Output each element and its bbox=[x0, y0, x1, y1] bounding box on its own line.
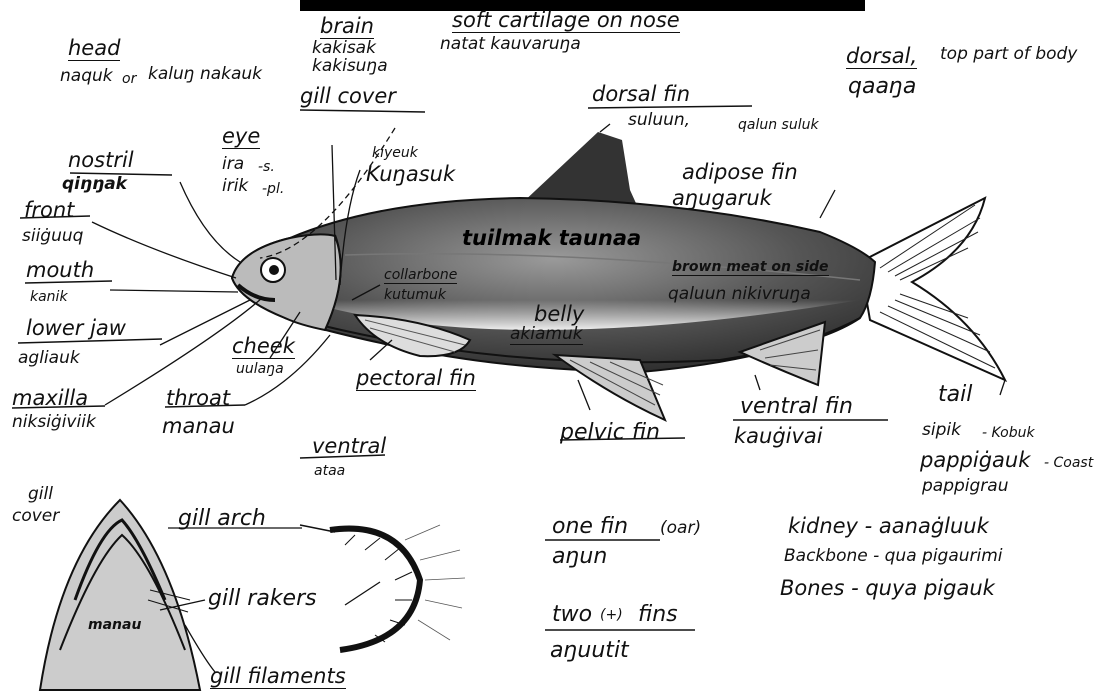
maxilla-inupiaq: niksiġiviik bbox=[12, 414, 96, 431]
dorsal-fin-inupiaq-alt: qalun suluk bbox=[738, 118, 819, 132]
lower-jaw-inupiaq: agliauk bbox=[18, 350, 80, 367]
eye-pl: -pl. bbox=[262, 182, 284, 196]
manau-inner-label: manau bbox=[88, 618, 141, 632]
gill-arch-curve-illustration bbox=[300, 525, 465, 650]
dorsal-desc: top part of body bbox=[940, 46, 1077, 63]
gill-cover-label: gill cover bbox=[300, 86, 396, 107]
brain-label: brain bbox=[320, 16, 374, 39]
one-fin-label: one fin bbox=[552, 516, 628, 538]
throat-inupiaq: manau bbox=[162, 416, 235, 437]
mouth-inupiaq: kanik bbox=[30, 290, 68, 304]
brown-meat-inupiaq: qaluun nikivruŋa bbox=[668, 286, 811, 303]
dorsal-inupiaq: qaaŋa bbox=[848, 76, 916, 98]
kidney-label: kidney - aanaġluuk bbox=[788, 516, 989, 537]
pelvic-fin-label: pelvic fin bbox=[560, 422, 660, 444]
front-label: front bbox=[24, 200, 74, 221]
gill-rakers-label: gill rakers bbox=[208, 588, 317, 610]
belly-label: belly bbox=[534, 304, 584, 325]
cheek-label: cheek bbox=[232, 336, 295, 359]
two-fins-label: two bbox=[552, 604, 592, 626]
ventral-fin-inupiaq: kauġivai bbox=[734, 426, 823, 447]
head-inupiaq-alt: kaluŋ nakauk bbox=[148, 66, 262, 83]
one-fin-note: (oar) bbox=[660, 520, 701, 537]
brain-inupiaq-1: kakisak bbox=[312, 40, 376, 57]
tail-shape bbox=[860, 198, 1005, 380]
belly-inupiaq: akiamuk bbox=[510, 326, 583, 345]
two-fins-inupiaq: aŋuutit bbox=[550, 640, 629, 662]
bones-label: Bones - quya pigauk bbox=[780, 578, 995, 599]
tail-inupiaq-2: pappiġauk bbox=[920, 450, 1030, 471]
soft-cartilage-label: soft cartilage on nose bbox=[452, 10, 680, 33]
ventral-fin-label: ventral fin bbox=[740, 396, 853, 418]
dorsal-fin-inupiaq: suluun, bbox=[628, 112, 690, 129]
eye-inupiaq-s: ira bbox=[222, 156, 244, 173]
one-fin-inupiaq: aŋun bbox=[552, 546, 607, 568]
head-inupiaq: naquk bbox=[60, 68, 113, 85]
backbone-label: Backbone - qua pigaurimi bbox=[784, 548, 1003, 565]
nostril-inupiaq: qiŋŋak bbox=[62, 176, 127, 193]
kunasuk-label: Kuŋasuk bbox=[366, 164, 455, 185]
head-or: or bbox=[122, 72, 136, 86]
lower-jaw-label: lower jaw bbox=[26, 318, 126, 339]
front-inupiaq: siiġuuq bbox=[22, 228, 83, 245]
eye-inupiaq-pl: irik bbox=[222, 178, 248, 195]
pectoral-fin-label: pectoral fin bbox=[356, 368, 476, 391]
tail-kobuk: - Kobuk bbox=[982, 426, 1035, 440]
gill-filaments-label: gill filaments bbox=[210, 666, 346, 689]
tuilmak-label: tuilmak taunaa bbox=[462, 228, 641, 249]
nostril-label: nostril bbox=[68, 150, 134, 171]
head-label: head bbox=[68, 38, 120, 61]
dorsal-label: dorsal, bbox=[846, 46, 917, 69]
two-fins-plus: (+) bbox=[600, 608, 623, 622]
eye-s: -s. bbox=[258, 160, 275, 174]
throat-label: throat bbox=[166, 388, 230, 409]
brain-inupiaq-2: kakisuŋa bbox=[312, 58, 388, 75]
gill-cover-inset-label-1: gill bbox=[28, 486, 53, 503]
collarbone-inupiaq: kutumuk bbox=[384, 288, 446, 302]
eye-label: eye bbox=[222, 126, 260, 149]
soft-cartilage-inupiaq: natat kauvaruŋa bbox=[440, 36, 581, 53]
kiyeuk-label: kiyeuk bbox=[372, 146, 418, 160]
gill-arch-label: gill arch bbox=[178, 508, 266, 530]
adipose-fin-inupiaq: aŋugaruk bbox=[672, 188, 772, 209]
dorsal-fin-label: dorsal fin bbox=[592, 84, 690, 105]
cheek-inupiaq: uulaŋa bbox=[236, 362, 284, 376]
mouth-label: mouth bbox=[26, 260, 94, 281]
tail-coast: - Coast bbox=[1044, 456, 1093, 470]
two-fins-rest: fins bbox=[638, 604, 678, 626]
tail-label: tail bbox=[938, 384, 972, 406]
adipose-fin-label: adipose fin bbox=[682, 162, 798, 183]
ventral-inupiaq: ataa bbox=[314, 464, 345, 478]
maxilla-label: maxilla bbox=[12, 388, 88, 409]
brown-meat-label: brown meat on side bbox=[672, 260, 829, 276]
ventral-label: ventral bbox=[312, 436, 386, 457]
tail-inupiaq-1: sipik bbox=[922, 422, 961, 439]
collarbone-label: collarbone bbox=[384, 268, 457, 284]
tail-inupiaq-3: pappigrau bbox=[922, 478, 1009, 495]
gill-cover-inset-label-2: cover bbox=[12, 508, 59, 525]
